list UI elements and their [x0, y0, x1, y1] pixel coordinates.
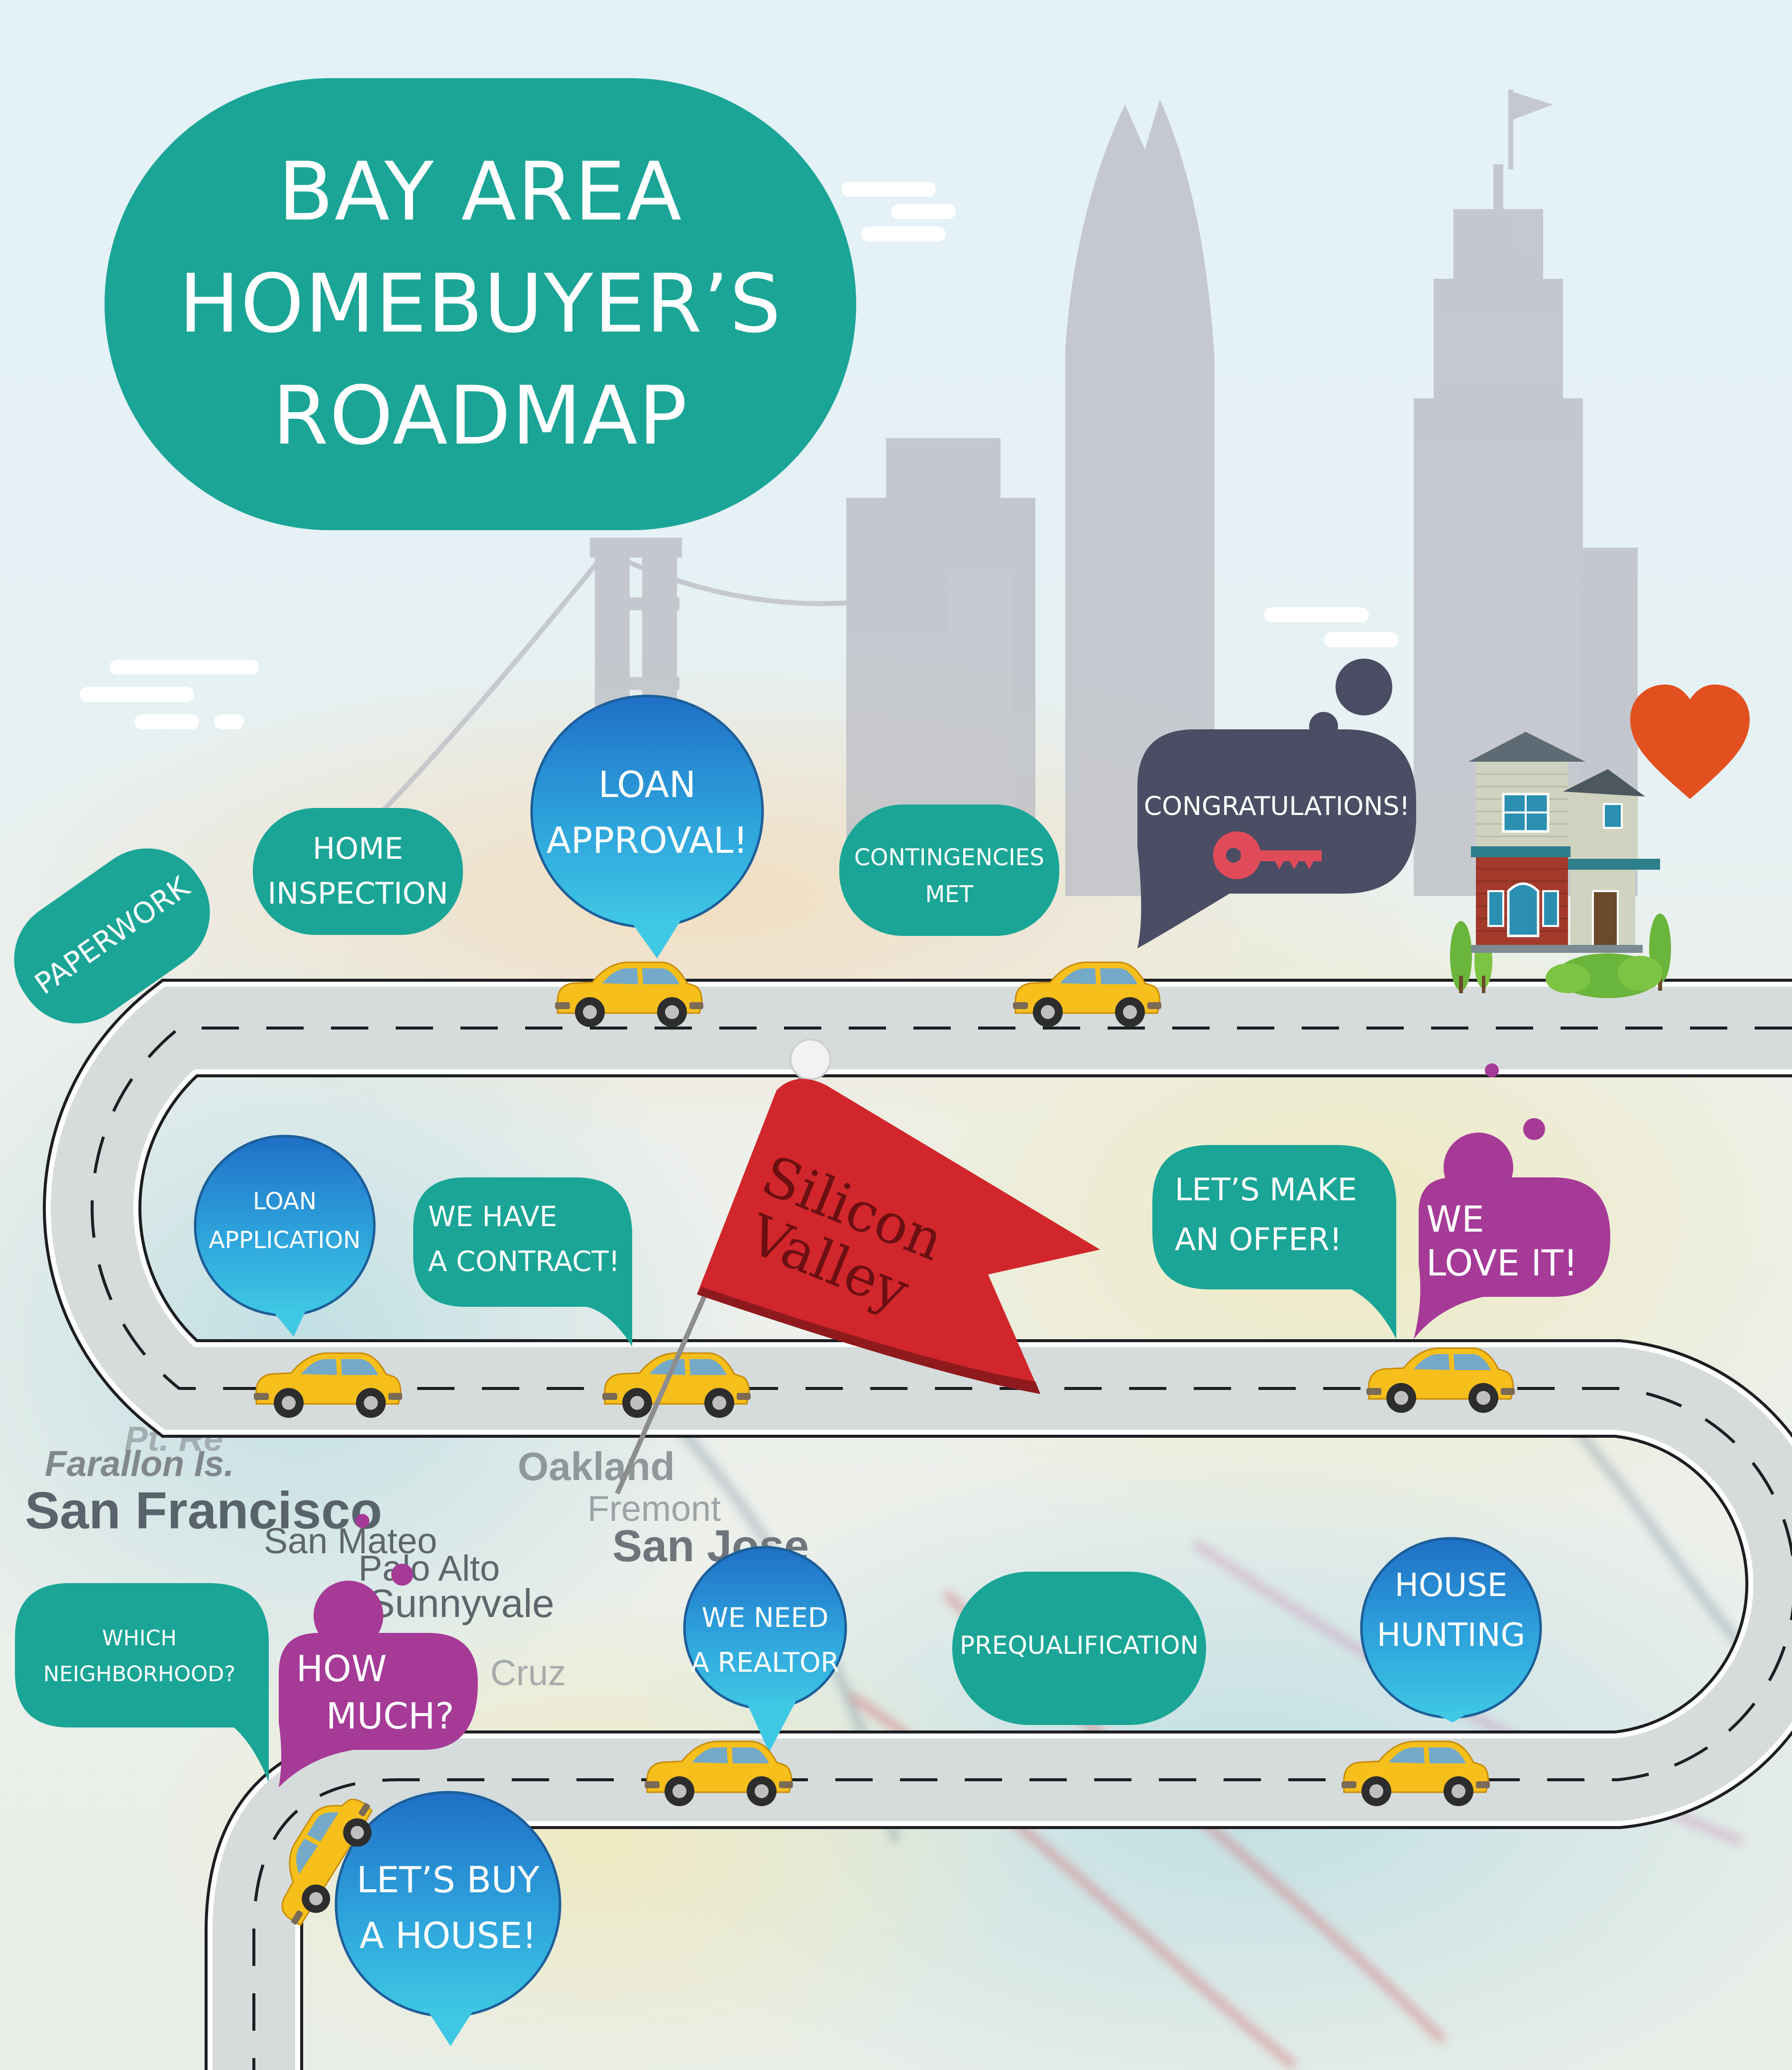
house-hunting-bubble: [1360, 1537, 1542, 1723]
congratulations-label: CONGRATULATIONS!: [1143, 792, 1410, 821]
lets-buy-a-house-line-1: LET’S BUY: [356, 1859, 540, 1901]
loan-approval-line-1: LOAN: [598, 764, 696, 805]
loan-application-line-1: LOAN: [253, 1188, 317, 1215]
loan-approval-line-2: APPROVAL!: [546, 819, 748, 861]
map-label-fremont: Fremont: [587, 1489, 721, 1529]
title-pill: BAY AREA HOMEBUYER’S ROADMAP: [105, 78, 856, 530]
map-label-san-mateo: San Mateo: [264, 1521, 438, 1561]
loan-approval-bubble: [530, 694, 764, 958]
we-love-it-line-2: LOVE IT!: [1426, 1242, 1578, 1284]
loan-approval-label: LOAN APPROVAL!: [532, 757, 763, 868]
home-inspection-bubble: [253, 808, 463, 935]
we-have-a-contract-label: WE HAVE A CONTRACT!: [428, 1195, 642, 1284]
cloud-icon: [80, 182, 1399, 729]
we-have-a-contract-line-1: WE HAVE: [428, 1201, 558, 1233]
map-label-san-francisco: San Francisco: [25, 1482, 382, 1540]
contingencies-met-line-1: CONTINGENCIES: [854, 844, 1044, 871]
which-neighborhood-line-2: NEIGHBORHOOD?: [43, 1662, 236, 1687]
home-inspection-line-2: INSPECTION: [267, 876, 448, 911]
loan-application-line-2: APPLICATION: [209, 1227, 361, 1254]
house-hunting-line-2: HUNTING: [1376, 1617, 1526, 1654]
which-neighborhood-line-1: WHICH: [102, 1626, 177, 1651]
page-title-line-2: HOMEBUYER’S: [179, 257, 782, 351]
lets-make-an-offer-bubble: [1152, 1145, 1396, 1339]
which-neighborhood-label: WHICH NEIGHBORHOOD?: [15, 1620, 264, 1692]
lets-buy-a-house-label: LET’S BUY A HOUSE!: [336, 1852, 560, 1963]
page-title-line-3: ROADMAP: [272, 369, 688, 463]
map-label-farallon: Farallon Is.: [45, 1444, 234, 1484]
we-have-a-contract-bubble: [413, 1177, 632, 1347]
we-love-it-label: WE LOVE IT!: [1426, 1197, 1605, 1285]
contingencies-met-line-2: MET: [925, 881, 974, 908]
contingencies-met-bubble: [839, 805, 1059, 936]
home-inspection-line-1: HOME: [312, 831, 404, 866]
home-inspection-label: HOME INSPECTION: [253, 826, 463, 916]
congratulations-bubble: [1137, 659, 1416, 948]
prequalification-bubble: [952, 1572, 1206, 1725]
we-love-it-bubble: [1414, 1063, 1610, 1339]
paperwork-bubble: [14, 848, 210, 1024]
map-label-cruz: Cruz: [490, 1653, 566, 1693]
lets-buy-a-house-line-2: A HOUSE!: [359, 1915, 537, 1956]
heart-icon: [1630, 685, 1750, 799]
map-label-palo-alto: Palo Alto: [358, 1549, 500, 1589]
prequalification-label: PREQUALIFICATION: [959, 1631, 1199, 1660]
how-much-bubble: [279, 1514, 478, 1787]
house-hunting-line-1: HOUSE: [1394, 1567, 1508, 1604]
map-label-oakland: Oakland: [518, 1444, 675, 1489]
page-title-line-1: BAY AREA: [278, 145, 683, 239]
lets-make-an-offer-label: LET’S MAKE AN OFFER!: [1175, 1165, 1394, 1265]
contingencies-met-label: CONTINGENCIES MET: [839, 839, 1059, 913]
loan-application-bubble: [194, 1135, 376, 1337]
we-need-a-realtor-bubble: [683, 1546, 847, 1752]
lets-buy-a-house-bubble: [335, 1791, 561, 2046]
house-icon: [1450, 732, 1671, 998]
we-need-a-realtor-line-2: A REALTOR: [690, 1647, 840, 1678]
loan-application-label: LOAN APPLICATION: [195, 1182, 374, 1260]
how-much-line-2: MUCH?: [326, 1695, 454, 1737]
how-much-line-1: HOW: [296, 1648, 387, 1690]
we-love-it-line-1: WE: [1426, 1198, 1484, 1240]
house-hunting-label: HOUSE HUNTING: [1361, 1561, 1541, 1660]
map-label-sunnyvale: Sunnyvale: [368, 1581, 555, 1625]
we-need-a-realtor-label: WE NEED A REALTOR: [683, 1596, 847, 1685]
we-need-a-realtor-line-1: WE NEED: [701, 1602, 829, 1633]
which-neighborhood-bubble: [15, 1583, 269, 1782]
lets-make-an-offer-line-1: LET’S MAKE: [1175, 1171, 1357, 1208]
lets-make-an-offer-line-2: AN OFFER!: [1175, 1221, 1342, 1258]
how-much-label: HOW MUCH?: [296, 1645, 475, 1740]
we-have-a-contract-line-2: A CONTRACT!: [428, 1246, 620, 1278]
key-icon: [1213, 831, 1322, 879]
